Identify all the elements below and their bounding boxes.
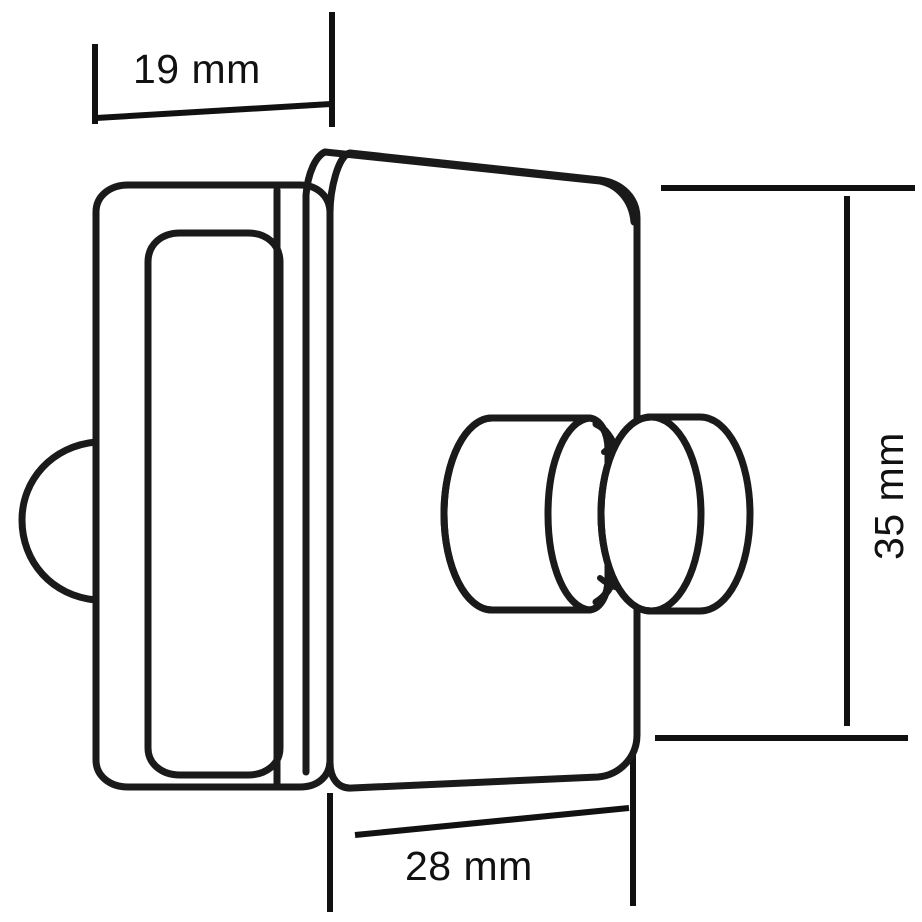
backplate-recess [144, 229, 284, 779]
dimension-label-28mm: 28 mm [405, 843, 533, 889]
lock-body-top-right-corner [596, 177, 638, 226]
latch-bolt-outline [18, 438, 100, 604]
knob-shaft [440, 414, 612, 614]
dimension-line-28mm [354, 805, 630, 838]
thumbturn-knob [440, 413, 754, 615]
dimension-line-19mm [95, 101, 332, 121]
knob-shaft-collar [544, 414, 594, 614]
backplate-outline [92, 181, 334, 791]
backplate [92, 181, 334, 791]
lock-body-front-left-edge [302, 148, 329, 776]
dimension-width-19mm: 19 mm [92, 12, 335, 127]
knob-end-cap-face [597, 413, 705, 615]
dimension-label-35mm: 35 mm [866, 432, 912, 560]
dimension-depth-28mm: 28 mm [327, 596, 636, 912]
lock-body-top-edge [321, 148, 604, 185]
knob-end-cap [597, 413, 754, 615]
latch-bolt [18, 438, 100, 604]
knob-shaft-left-cap [440, 414, 496, 614]
dimension-height-35mm: 35 mm [655, 185, 915, 741]
dimension-label-19mm: 19 mm [133, 46, 261, 92]
